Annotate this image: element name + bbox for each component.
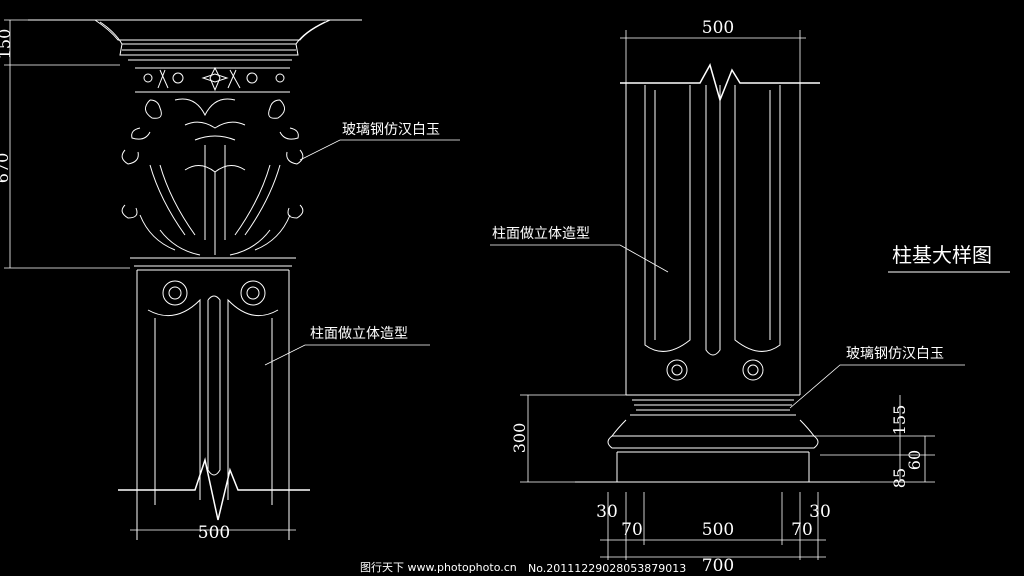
dim-bottom-30-left: 30 [596,502,618,522]
dim-left-width: 500 [198,523,230,543]
right-base-dim-left [520,394,630,483]
right-column: 500 [490,18,1010,576]
left-column: 150 670 500 玻璃钢仿汉白玉 柱面做立体造型 [0,19,460,543]
right-top-dimension [620,30,806,90]
drawing-title: 柱基大样图 [892,243,992,267]
label-right-surface: 柱面做立体造型 [492,226,590,242]
dim-left-capital: 670 [0,153,12,184]
watermark-bar: 图行天下 www.photophoto.cn No.20111229028053… [0,560,1024,576]
dim-bottom-30-right: 30 [809,502,831,522]
dim-right-85: 85 [890,468,909,488]
label-right-material: 玻璃钢仿汉白玉 [846,345,944,362]
left-neck-band [130,257,296,306]
right-bottom-dimensions [600,492,826,560]
dim-right-top-width: 500 [702,18,734,38]
leader-right-material [789,364,965,409]
right-shaft [620,63,820,395]
watermark-right: No.20111229028053879013 [528,562,687,575]
left-dimensions [4,19,296,540]
dim-bottom-500: 500 [702,520,734,540]
leader-left-material [299,139,460,161]
dim-bottom-700: 700 [702,556,734,576]
dim-bottom-70-left: 70 [621,520,643,540]
dim-bottom-70-right: 70 [791,520,813,540]
leader-right-surface [490,244,669,273]
label-left-material: 玻璃钢仿汉白玉 [342,121,440,138]
left-acanthus-leaves [121,98,304,256]
leader-left-surface [264,344,430,366]
dim-left-top: 150 [0,29,14,60]
dim-right-base-height: 300 [510,423,529,454]
label-left-surface: 柱面做立体造型 [310,326,408,342]
right-base-dim-right [800,395,935,483]
dim-right-155: 155 [890,405,909,436]
left-abacus [28,19,362,61]
right-base-moldings [575,394,860,483]
dim-right-60: 60 [905,450,924,470]
left-rosette-band [135,66,290,93]
left-shaft [118,270,310,540]
watermark-left: 图行天下 www.photophoto.cn [360,561,517,574]
